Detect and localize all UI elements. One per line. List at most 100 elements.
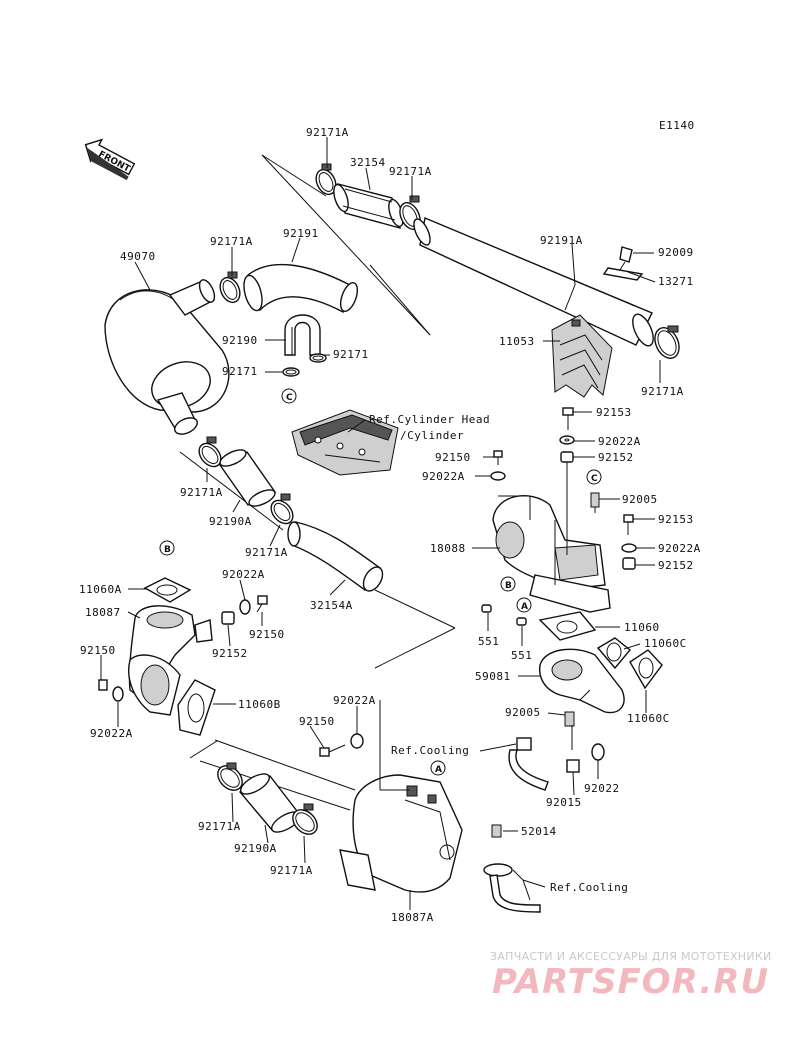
part-label: 11060C [644,637,687,650]
hose-32154-top [333,183,404,229]
hose-92190A-b [238,773,302,833]
part-label: 92191A [540,234,583,247]
part-label: 18088 [430,542,466,555]
part-label: 92022 [584,782,620,795]
part-label: 11060C [627,712,670,725]
hose-clamp-92171A-bl [217,762,243,791]
part-label: 11053 [499,335,535,348]
ref-cooling-2: Ref.Cooling [550,881,628,894]
washer-92022A-r2 [490,471,506,481]
nut-92015 [566,759,580,773]
bracket-13271 [602,267,644,281]
hose-clamp-92171A-mid [219,271,241,304]
part-label: 52014 [521,825,557,838]
part-label: 92190A [234,842,277,855]
bolt-92009 [617,246,633,274]
muffler-49070 [104,279,230,435]
hose-92190 [284,314,321,356]
watermark-logo: PARTSFOR.RU [492,962,770,1002]
waterbox-18087A [339,774,463,893]
diagram-code: E1140 [659,119,695,132]
svg-text:A: A [521,602,528,612]
bolt-92150-l [256,595,268,613]
svg-text:A: A [435,765,442,775]
cooling-hose-bottom [483,863,541,913]
part-label: 92153 [658,513,694,526]
callout-a-2: A [430,760,446,776]
gasket-11060C-b [629,649,663,690]
part-label: 92022A [598,435,641,448]
part-label: 92152 [658,559,694,572]
svg-text:C: C [591,474,598,484]
part-labels: 92171A 32154 92171A 92171A 92191 49070 9… [79,126,701,924]
leader-lines [100,137,661,910]
hose-clamp-92171A-l2 [270,493,294,525]
washer-92022A-c [350,733,364,749]
svg-text:B: B [164,545,171,555]
washer-92022A-r1 [559,435,575,445]
watermark-tagline: ЗАПЧАСТИ И АКСЕССУАРЫ ДЛЯ МОТОТЕХНИКИ [490,950,772,963]
part-label: 92171A [210,235,253,248]
part-label: 92150 [80,644,116,657]
part-label: 92022A [333,694,376,707]
collar-92152-l [221,611,235,625]
bolt-92153-b [623,514,634,535]
part-label: 92015 [546,796,582,809]
part-label: 92171A [245,546,288,559]
part-label: 18087 [85,606,121,619]
hose-clamp-92171A-bb [292,803,318,835]
collar-92152-r2 [622,557,636,570]
part-label: 32154A [310,599,353,612]
part-label: 92150 [435,451,471,464]
part-label: 92171 [333,348,369,361]
bolt-92153-top [562,407,574,430]
part-label: 551 [511,649,532,662]
part-label: 32154 [350,156,386,169]
ref-cooling-1: Ref.Cooling [391,744,469,757]
gasket-11060 [538,611,597,641]
assembly-guide-lines [179,154,456,811]
part-label: 49070 [120,250,156,263]
dowel-pin-551-b [516,617,527,626]
callout-a-1: A [516,597,532,613]
cooling-hose-joint [508,737,549,791]
part-label: 92022A [658,542,701,555]
part-label: 92171A [180,486,223,499]
small-clamp-92171-left [282,367,300,377]
part-label: 92171 [222,365,258,378]
hose-clamp-92171A-right [654,325,680,359]
small-clamp-92171-right [309,353,327,363]
part-label: 11060 [624,621,660,634]
washer-92022A-r3 [621,543,637,553]
exhaust-pipe-59081 [538,648,625,714]
heat-shield-11053 [551,314,613,398]
callout-b-1: B [159,540,175,556]
part-label: 59081 [475,670,511,683]
part-label: 92150 [299,715,335,728]
exhaust-elbow-18088 [492,495,611,613]
part-label: 551 [478,635,499,648]
washer-92022A-ll [112,686,124,702]
part-label: 92171A [198,820,241,833]
elbow-flange-18087 [128,654,181,716]
hose-92191 [243,263,359,314]
bolt-92150-ll [98,679,108,691]
bolt-92150-c [319,744,346,757]
svg-text:B: B [505,581,512,591]
plug-52014 [491,824,502,838]
collar-92152-r1 [560,451,574,463]
part-label: 92190 [222,334,258,347]
ref-cylinder-head: Ref.Cylinder Head [369,413,490,426]
pipe-92191A [413,217,654,347]
bolt-92005-b [564,711,575,727]
reference-labels: Ref.Cylinder Head /Cylinder Ref.Cooling … [369,413,628,894]
washer-92022A-l [239,599,251,615]
part-label: 11060A [79,583,122,596]
part-label: 92022A [222,568,265,581]
hose-clamp-92171A-left [198,436,222,468]
hose-32154A [287,521,384,592]
part-label: 92022A [90,727,133,740]
gasket-11060A [143,577,192,603]
part-label: 92005 [505,706,541,719]
